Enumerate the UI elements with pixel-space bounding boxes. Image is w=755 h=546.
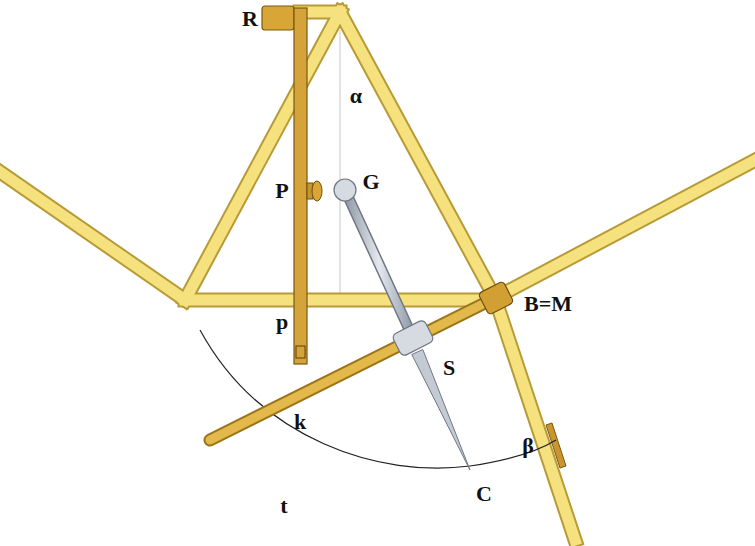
part-label: β: [522, 435, 534, 457]
frame-beam: [340, 12, 495, 298]
frame-beam: [495, 155, 755, 298]
ball-g: [334, 179, 356, 201]
frame-beam: [0, 165, 185, 300]
collar-b: [478, 281, 514, 315]
frame-beam: [0, 165, 185, 300]
bar-end-mark: [296, 346, 305, 358]
part-label: G: [362, 171, 379, 193]
part-label: α: [350, 85, 362, 107]
rod-point: [412, 350, 470, 471]
cylinder-r: [262, 6, 294, 30]
frame-beam: [185, 293, 495, 308]
frame-beam: [340, 12, 495, 298]
part-label: S: [443, 357, 455, 379]
rod: [345, 190, 413, 338]
beta-plate: [546, 423, 566, 468]
part-label: B=M: [524, 293, 572, 315]
collar-s: [392, 319, 435, 357]
frame-beam: [185, 295, 495, 306]
bar-p: [294, 8, 307, 364]
frame-beam: [495, 155, 755, 298]
part-label: t: [280, 495, 287, 517]
frame-outline: [0, 12, 755, 540]
part-label: R: [242, 8, 258, 30]
frame-beam: [185, 12, 340, 300]
bar-k: [210, 298, 495, 440]
vertical-reference: [340, 30, 341, 300]
part-label: p: [276, 311, 288, 333]
rod: [345, 190, 413, 338]
bar-k: [210, 298, 495, 440]
part-label: C: [476, 483, 492, 505]
frame-beam: [495, 298, 575, 540]
frame-beam: [495, 298, 575, 540]
frame-fill: [0, 12, 755, 540]
part-label: k: [294, 411, 306, 433]
part-label: P: [275, 180, 288, 202]
knob-p: [312, 181, 322, 201]
frame-beam: [185, 12, 340, 300]
